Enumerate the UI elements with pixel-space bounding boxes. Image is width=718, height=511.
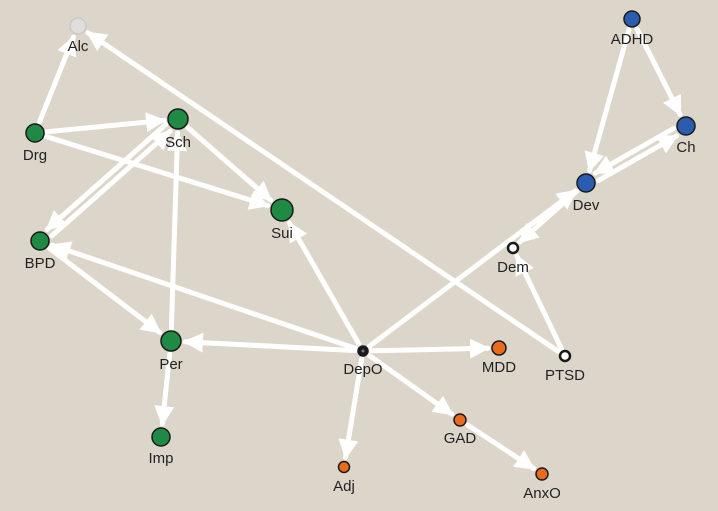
edge-depo-to-gad xyxy=(367,353,455,417)
node-alc: Alc xyxy=(68,17,89,55)
node-circle-adj xyxy=(337,460,351,474)
node-circle-dev xyxy=(576,173,596,193)
edge-adhd-to-ch xyxy=(634,26,683,117)
edge-sch-to-sui xyxy=(185,125,274,203)
node-label-mdd: MDD xyxy=(482,359,516,376)
node-label-alc: Alc xyxy=(68,38,89,55)
edge-ptsd-to-alc xyxy=(85,30,561,354)
node-bpd: BPD xyxy=(25,231,56,272)
node-dem: Dem xyxy=(497,241,529,276)
node-circle-dem xyxy=(506,241,520,255)
node-label-depo: DepO xyxy=(343,361,382,378)
node-label-imp: Imp xyxy=(148,450,173,467)
node-label-anxo: AnxO xyxy=(523,485,561,502)
edge-drg-to-sui xyxy=(44,134,271,210)
edge-per-to-imp xyxy=(154,351,175,427)
node-anxo: AnxO xyxy=(523,467,561,502)
node-gad: GAD xyxy=(444,413,477,447)
edge-gad-to-anxo xyxy=(465,422,537,471)
node-label-per: Per xyxy=(159,356,182,373)
node-drg: Drg xyxy=(23,123,47,164)
node-dev: Dev xyxy=(573,173,600,214)
node-circle-bpd xyxy=(30,231,50,251)
node-adj: Adj xyxy=(333,460,355,495)
edge-ptsd-to-dem xyxy=(514,253,564,352)
edge-depo-to-mdd xyxy=(368,338,491,359)
edge-depo-to-sui xyxy=(287,220,362,347)
node-circle-anxo xyxy=(535,467,549,481)
node-circle-drg xyxy=(25,123,45,143)
node-label-sui: Sui xyxy=(271,225,293,242)
node-circle-imp xyxy=(151,427,171,447)
node-ch: Ch xyxy=(676,116,696,156)
node-circle-mdd xyxy=(491,340,507,356)
edge-drg-to-alc xyxy=(37,34,77,125)
node-sui: Sui xyxy=(270,198,294,242)
edges-layer xyxy=(37,26,683,471)
node-label-gad: GAD xyxy=(444,430,477,447)
node-label-drg: Drg xyxy=(23,147,47,164)
edge-dev-to-dem xyxy=(517,188,580,245)
edge-depo-to-per xyxy=(182,332,358,354)
node-adhd: ADHD xyxy=(611,10,654,48)
node-label-adhd: ADHD xyxy=(611,31,654,48)
edge-bpd-to-sch xyxy=(49,128,173,239)
edge-drg-to-sch xyxy=(44,112,167,135)
node-label-bpd: BPD xyxy=(25,255,56,272)
node-label-ch: Ch xyxy=(676,139,695,156)
node-label-dev: Dev xyxy=(573,197,600,214)
edge-depo-to-bpd xyxy=(49,241,358,351)
node-ptsd: PTSD xyxy=(545,349,585,384)
edge-depo-to-adj xyxy=(338,356,365,461)
node-circle-gad xyxy=(453,413,467,427)
node-circle-per xyxy=(160,330,182,352)
edge-adhd-to-dev xyxy=(584,27,632,173)
node-sch: Sch xyxy=(165,108,191,151)
node-label-dem: Dem xyxy=(497,259,529,276)
node-label-adj: Adj xyxy=(333,478,355,495)
node-imp: Imp xyxy=(148,427,174,467)
node-mdd: MDD xyxy=(482,340,516,376)
node-circle-adhd xyxy=(623,10,641,28)
node-per: Per xyxy=(159,330,183,373)
edge-per-to-sch xyxy=(167,130,188,331)
edge-dev-to-ch xyxy=(595,133,680,183)
node-circle-ptsd xyxy=(558,349,572,363)
edge-sch-to-bpd xyxy=(44,122,169,232)
node-circle-alc xyxy=(69,17,87,35)
node-label-sch: Sch xyxy=(165,134,191,151)
node-depo: DepO xyxy=(343,345,383,378)
node-label-ptsd: PTSD xyxy=(545,367,585,384)
node-circle-ch xyxy=(676,116,696,136)
node-circle-sch xyxy=(167,108,189,130)
node-circle-sui xyxy=(270,198,294,222)
node-core-depo xyxy=(361,349,365,353)
edge-depo-to-dev xyxy=(366,188,579,349)
edge-bpd-to-per xyxy=(47,245,163,335)
